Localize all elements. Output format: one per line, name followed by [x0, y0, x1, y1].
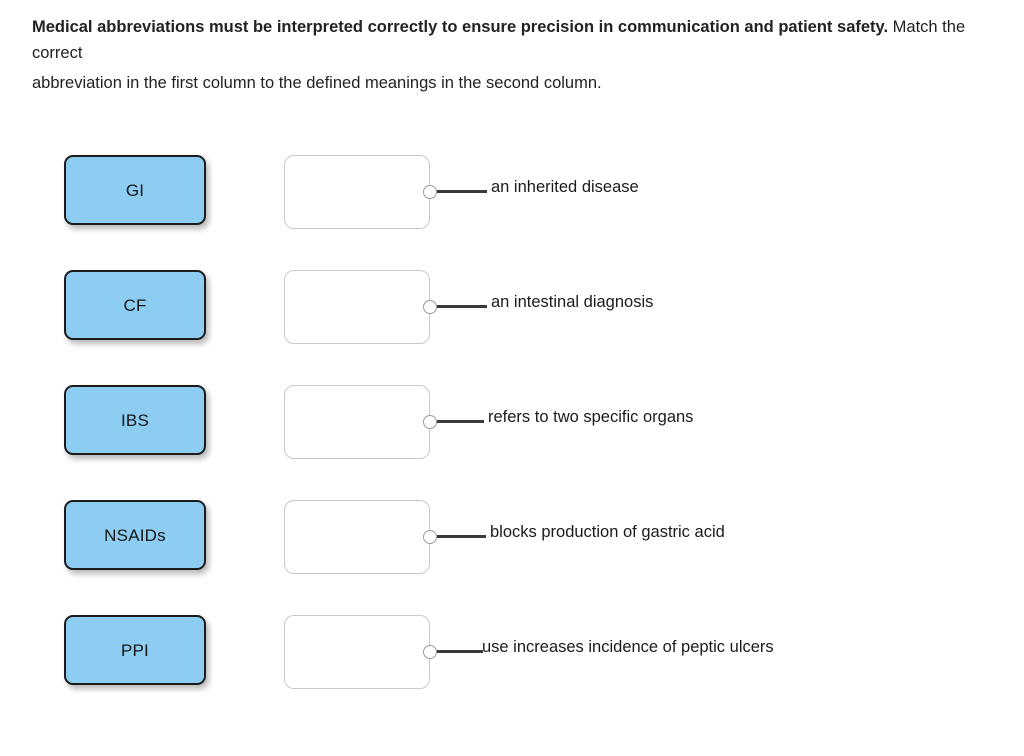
connector-line	[437, 535, 486, 538]
definition-label: an inherited disease	[491, 178, 639, 196]
term-tile-cf[interactable]: CF	[64, 270, 206, 340]
term-tile-label: IBS	[120, 410, 149, 430]
term-tile-label: CF	[123, 295, 147, 315]
drop-zone-1[interactable]	[284, 155, 430, 229]
definition-label: blocks production of gastric acid	[490, 523, 725, 541]
connector-node-icon[interactable]	[423, 645, 437, 659]
definition-label: refers to two specific organs	[488, 408, 694, 426]
term-tile-nsaids[interactable]: NSAIDs	[64, 500, 206, 570]
prompt-bold-text: Medical abbreviations must be interprete…	[32, 18, 889, 36]
matching-row: GI an inherited disease	[0, 148, 1024, 263]
term-tile-ppi[interactable]: PPI	[64, 615, 206, 685]
definition-label: use increases incidence of peptic ulcers	[482, 638, 774, 656]
drop-zone-3[interactable]	[284, 385, 430, 459]
connector-node-icon[interactable]	[423, 300, 437, 314]
question-prompt: Medical abbreviations must be interprete…	[32, 14, 992, 96]
connector-line	[437, 420, 484, 423]
term-tile-ibs[interactable]: IBS	[64, 385, 206, 455]
drop-zone-2[interactable]	[284, 270, 430, 344]
term-tile-label: GI	[125, 180, 145, 200]
matching-row: IBS refers to two specific organs	[0, 378, 1024, 493]
term-tile-label: PPI	[120, 640, 149, 660]
matching-row: NSAIDs blocks production of gastric acid	[0, 493, 1024, 608]
term-tile-gi[interactable]: GI	[64, 155, 206, 225]
drop-zone-5[interactable]	[284, 615, 430, 689]
connector-node-icon[interactable]	[423, 530, 437, 544]
prompt-line-1: Medical abbreviations must be interprete…	[32, 14, 992, 66]
connector-line	[437, 190, 487, 193]
drop-zone-4[interactable]	[284, 500, 430, 574]
connector-node-icon[interactable]	[423, 185, 437, 199]
connector-line	[437, 305, 487, 308]
prompt-regular-text: Match the correct	[32, 18, 970, 62]
connector-node-icon[interactable]	[423, 415, 437, 429]
definition-label: an intestinal diagnosis	[491, 293, 654, 311]
prompt-line-2: abbreviation in the first column to the …	[32, 74, 602, 92]
term-tile-label: NSAIDs	[104, 525, 166, 545]
matching-row: PPI use increases incidence of peptic ulc…	[0, 608, 1024, 723]
connector-line	[437, 650, 483, 653]
matching-row: CF an intestinal diagnosis	[0, 263, 1024, 378]
